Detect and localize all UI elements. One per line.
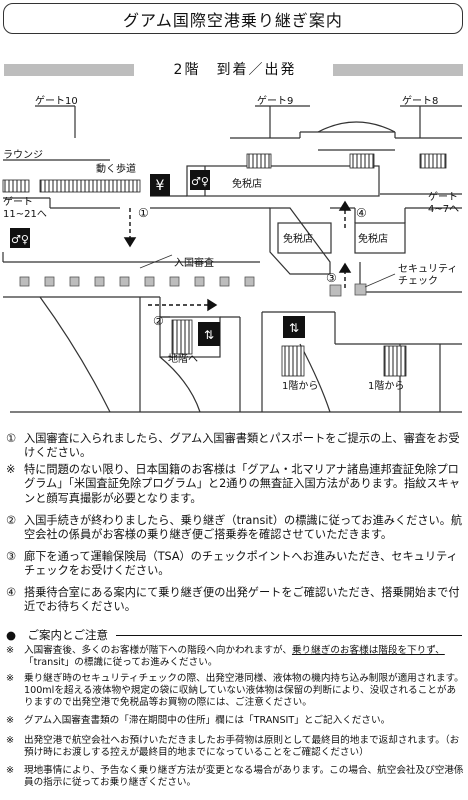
lounge-label: ラウンジ: [3, 149, 43, 161]
gate9-label: ゲート9: [257, 95, 293, 107]
gate10-label: ゲート10: [35, 95, 78, 107]
svg-text:¥: ¥: [156, 178, 165, 194]
route-marker-4: ④: [356, 206, 367, 220]
guide-note-4: ※ 出発空港で航空会社へお預けいただきましたお手荷物は原則として最終目的地まで返…: [6, 735, 464, 759]
guide-note-1: ※ 入国審査後、多くのお客様が階下への階段へ向かわれますが、乗り継ぎのお客様は階…: [6, 645, 464, 669]
step-note-mark: ※: [6, 463, 16, 476]
svg-text:♂♀: ♂♀: [191, 175, 209, 188]
step-4-text: 搭乗待合室にある案内にて乗り継ぎ便の出発ゲートをご確認いただき、搭乗開始まで付近…: [24, 586, 460, 614]
gate4-7-label-2: 4~7へ: [428, 204, 459, 215]
guide-note-1-underline: 乗り継ぎのお客様は階段を下りず、: [291, 645, 445, 656]
guide-note-3: ※ グアム入国審査書類の「滞在期間中の住所」欄には「TRANSIT」とご記入くだ…: [6, 715, 464, 727]
floor-title: 2階 到着／出発: [173, 62, 297, 78]
elevator-icon-right: ⇅: [283, 316, 305, 338]
route-marker-1: ①: [138, 206, 149, 220]
floor-title-bar-left: [4, 64, 134, 76]
step-3-text: 廊下を通って運輸保険局（TSA）のチェックポイントへお進みいただき、セキュリティ…: [24, 550, 458, 578]
immigration-leader: [139, 254, 173, 269]
moving-walkway-label: 動く歩道: [96, 162, 136, 175]
gate4-7-label-1: ゲート: [428, 191, 458, 203]
guide-note-1-pre: 入国審査後、多くのお客様が階下への階段へ向かわれますが、: [24, 645, 292, 656]
route-marker-2: ②: [153, 314, 164, 328]
guide-note-3-mark: ※: [6, 715, 15, 726]
duty-free-label-right: 免税店: [358, 232, 388, 245]
step-4: ④ 搭乗待合室にある案内にて乗り継ぎ便の出発ゲートをご確認いただき、搭乗開始まで…: [6, 586, 464, 615]
duty-free-label-top: 免税店: [232, 177, 262, 190]
restroom-icon-top: ♂♀: [190, 170, 210, 190]
guide-note-5-mark: ※: [6, 765, 15, 776]
step-1-text: 入国審査に入られましたら、グアム入国審書類とパスポートをご提示の上、審査をお受け…: [24, 432, 460, 460]
currency-exchange-icon: ¥: [150, 174, 170, 196]
guide-heading-text: ● ご案内とご注意: [6, 628, 109, 642]
escalators: [2, 153, 447, 377]
restroom-icon-left: ♂♀: [10, 228, 30, 248]
step-2-mark: ②: [6, 514, 17, 527]
guide-note-4-text: 出発空港で航空会社へお預けいただきましたお手荷物は原則として最終目的地まで返却さ…: [24, 735, 460, 759]
to-basement-label: 地階へ: [168, 352, 198, 365]
terminal-map: ♂♀ ¥ ♂♀ ⇅ ⇅: [2, 95, 462, 413]
svg-text:⇅: ⇅: [204, 328, 214, 342]
guide-note-2: ※ 乗り継ぎ時のセキュリティチェックの際、出発空港同様、液体物の機内持ち込み制限…: [6, 673, 464, 710]
page-title: グアム国際空港乗り継ぎ案内: [123, 10, 343, 30]
guide-heading-rule: [116, 634, 462, 636]
guide-note-1-text: 入国審査後、多くのお客様が階下への階段へ向かわれますが、乗り継ぎのお客様は階段を…: [24, 645, 464, 669]
step-note-text: 特に問題のない限り、日本国籍のお客様は「グアム・北マリアナ諸島連邦査証免除プログ…: [24, 463, 461, 505]
guide-note-5: ※ 現地事情により、予告なく乗り継ぎ方法が変更となる場合があります。この場合、航…: [6, 765, 464, 789]
duty-free-label-middle: 免税店: [283, 232, 313, 245]
guide-note-3-text: グアム入国審査書類の「滞在期間中の住所」欄には「TRANSIT」とご記入ください…: [24, 715, 391, 726]
svg-text:♂♀: ♂♀: [11, 233, 29, 246]
svg-text:⇅: ⇅: [289, 321, 299, 335]
step-3: ③ 廊下を通って運輸保険局（TSA）のチェックポイントへお進みいただき、セキュリ…: [6, 550, 464, 579]
guide-note-1-post: 「transit」の標識に従ってお進みください。: [24, 657, 218, 669]
security-leader: [364, 273, 396, 288]
page-title-box: グアム国際空港乗り継ぎ案内: [3, 3, 463, 34]
transit-route: [123, 200, 352, 312]
step-1-mark: ①: [6, 432, 17, 445]
elevator-icon-left: ⇅: [198, 322, 220, 346]
guide-note-2-text: 乗り継ぎ時のセキュリティチェックの際、出発空港同様、液体物の機内持ち込み制限が適…: [24, 673, 464, 709]
step-1: ① 入国審査に入られましたら、グアム入国審書類とパスポートをご提示の上、審査をお…: [6, 432, 464, 461]
floor-title-bar-right: [333, 64, 463, 76]
walls: [2, 105, 462, 413]
gate8-label: ゲート8: [402, 95, 438, 107]
guide-note-4-mark: ※: [6, 735, 15, 746]
step-2-text: 入国手続きが終わりましたら、乗り継ぎ（transit）の標識に従ってお進みくださ…: [24, 514, 463, 542]
guide-note-1-mark: ※: [6, 645, 15, 656]
from-1f-label-left: 1階から: [282, 380, 318, 392]
immigration-label: 入国審査: [174, 256, 214, 269]
from-1f-label-right: 1階から: [368, 380, 404, 392]
gate11-21-label-1: ゲート: [3, 196, 33, 208]
step-note: ※ 特に問題のない限り、日本国籍のお客様は「グアム・北マリアナ諸島連邦査証免除プ…: [6, 463, 464, 506]
guide-note-2-mark: ※: [6, 673, 15, 684]
gate11-21-label-2: 11~21へ: [3, 209, 47, 220]
security-label-2: チェック: [398, 275, 438, 287]
step-2: ② 入国手続きが終わりましたら、乗り継ぎ（transit）の標識に従ってお進みく…: [6, 514, 464, 543]
route-marker-3: ③: [326, 271, 337, 285]
immigration-counters: [19, 276, 367, 297]
step-4-mark: ④: [6, 586, 17, 599]
guide-note-5-text: 現地事情により、予告なく乗り継ぎ方法が変更となる場合があります。この場合、航空会…: [24, 765, 464, 789]
step-3-mark: ③: [6, 550, 17, 563]
security-label-1: セキュリティ: [398, 263, 457, 275]
guide-heading: ● ご案内とご注意: [6, 627, 464, 643]
